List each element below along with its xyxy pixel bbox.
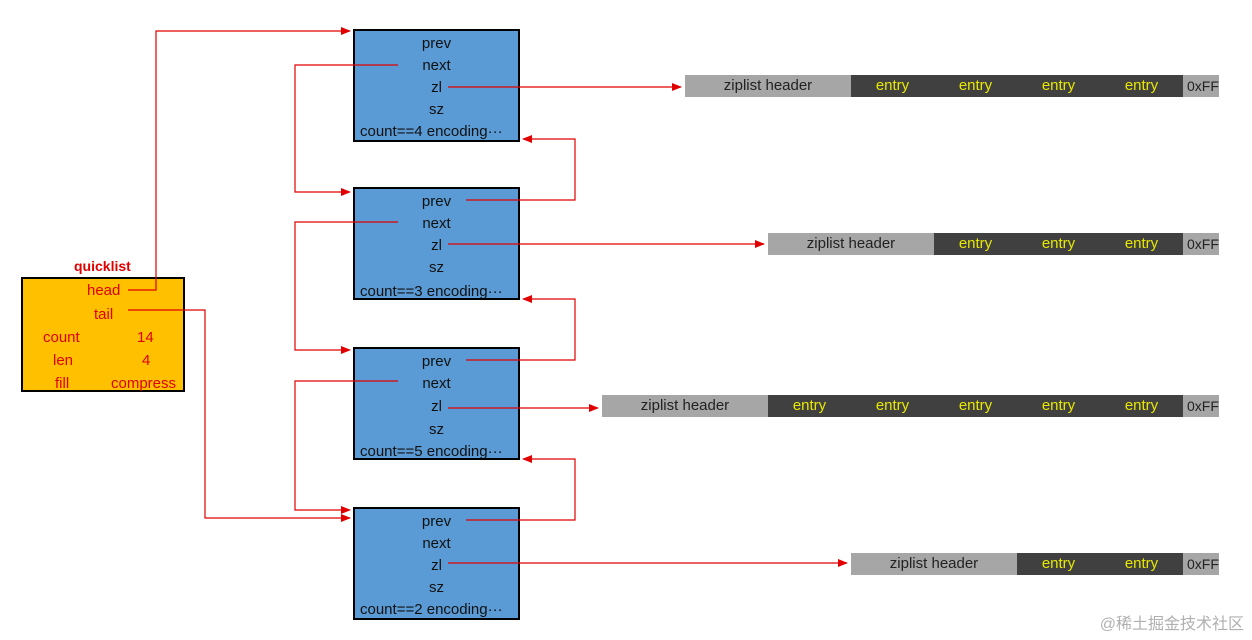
ziplist-entries: entry entry entry entry [851,75,1183,97]
ziplist-entry: entry [958,235,993,252]
node-count-field: count==4 encoding··· [360,123,503,140]
ziplist-entry: entry [1124,235,1159,252]
quicklist-node-1: prev next zl sz count==4 encoding··· [353,29,520,142]
ziplist-3: ziplist header entry entry entry entry e… [602,395,1219,417]
quicklist-struct: head tail count 14 len 4 fill compress [21,277,185,392]
ziplist-entry: entry [1124,77,1159,94]
watermark-text: @稀土掘金技术社区 [1099,616,1244,633]
ziplist-entries: entry entry entry [934,233,1183,255]
ziplist-end-marker: 0xFF [1183,233,1219,255]
ziplist-entry: entry [1041,235,1076,252]
quicklist-len-value: 4 [142,352,151,369]
ziplist-entries: entry entry entry entry entry [768,395,1183,417]
ziplist-end-marker: 0xFF [1183,553,1219,575]
quicklist-compress-label: compress [111,375,177,392]
ziplist-entry: entry [1041,397,1076,414]
node-count-field: count==3 encoding··· [360,283,503,300]
head-pointer-arrow [128,27,351,291]
ziplist-entry: entry [1124,555,1159,572]
node-zl-field: zl [431,237,442,254]
node-prev-field: prev [421,193,452,210]
ziplist-header: ziplist header [768,233,934,255]
ziplist-entry: entry [875,77,910,94]
node-prev-field: prev [421,353,452,370]
ziplist-header: ziplist header [685,75,851,97]
node-count-field: count==2 encoding··· [360,601,503,618]
ziplist-1: ziplist header entry entry entry entry 0… [685,75,1219,97]
quicklist-title: quicklist [74,258,131,274]
ziplist-entry: entry [875,397,910,414]
ziplist-entries: entry entry [1017,553,1183,575]
ziplist-entry: entry [958,77,993,94]
node-next-field: next [422,535,451,552]
ziplist-end-marker: 0xFF [1183,75,1219,97]
node-sz-field: sz [429,579,444,596]
ziplist-entry: entry [1041,555,1076,572]
node-sz-field: sz [429,101,444,118]
ziplist-2: ziplist header entry entry entry 0xFF [768,233,1219,255]
node-sz-field: sz [429,259,444,276]
node-prev-field: prev [421,35,452,52]
node-prev-field: prev [421,513,452,530]
quicklist-fill-label: fill [55,375,70,392]
ziplist-4: ziplist header entry entry 0xFF [851,553,1219,575]
ziplist-header: ziplist header [851,553,1017,575]
quicklist-head-field: head [87,282,121,299]
ziplist-entry: entry [958,397,993,414]
node-sz-field: sz [429,421,444,438]
quicklist-len-label: len [53,352,74,369]
ziplist-entry: entry [1041,77,1076,94]
ziplist-end-marker: 0xFF [1183,395,1219,417]
node-zl-field: zl [431,557,442,574]
node-zl-field: zl [431,398,442,415]
quicklist-tail-field: tail [94,306,114,323]
node-next-field: next [422,215,451,232]
node-next-field: next [422,375,451,392]
ziplist-entry: entry [792,397,827,414]
node-zl-field: zl [431,79,442,96]
ziplist-header: ziplist header [602,395,768,417]
quicklist-node-3: prev next zl sz count==5 encoding··· [353,347,520,460]
node-count-field: count==5 encoding··· [360,443,503,460]
node-next-field: next [422,57,451,74]
quicklist-count-label: count [43,329,80,346]
quicklist-node-4: prev next zl sz count==2 encoding··· [353,507,520,620]
quicklist-count-value: 14 [137,329,154,346]
quicklist-node-2: prev next zl sz count==3 encoding··· [353,187,520,300]
ziplist-entry: entry [1124,397,1159,414]
